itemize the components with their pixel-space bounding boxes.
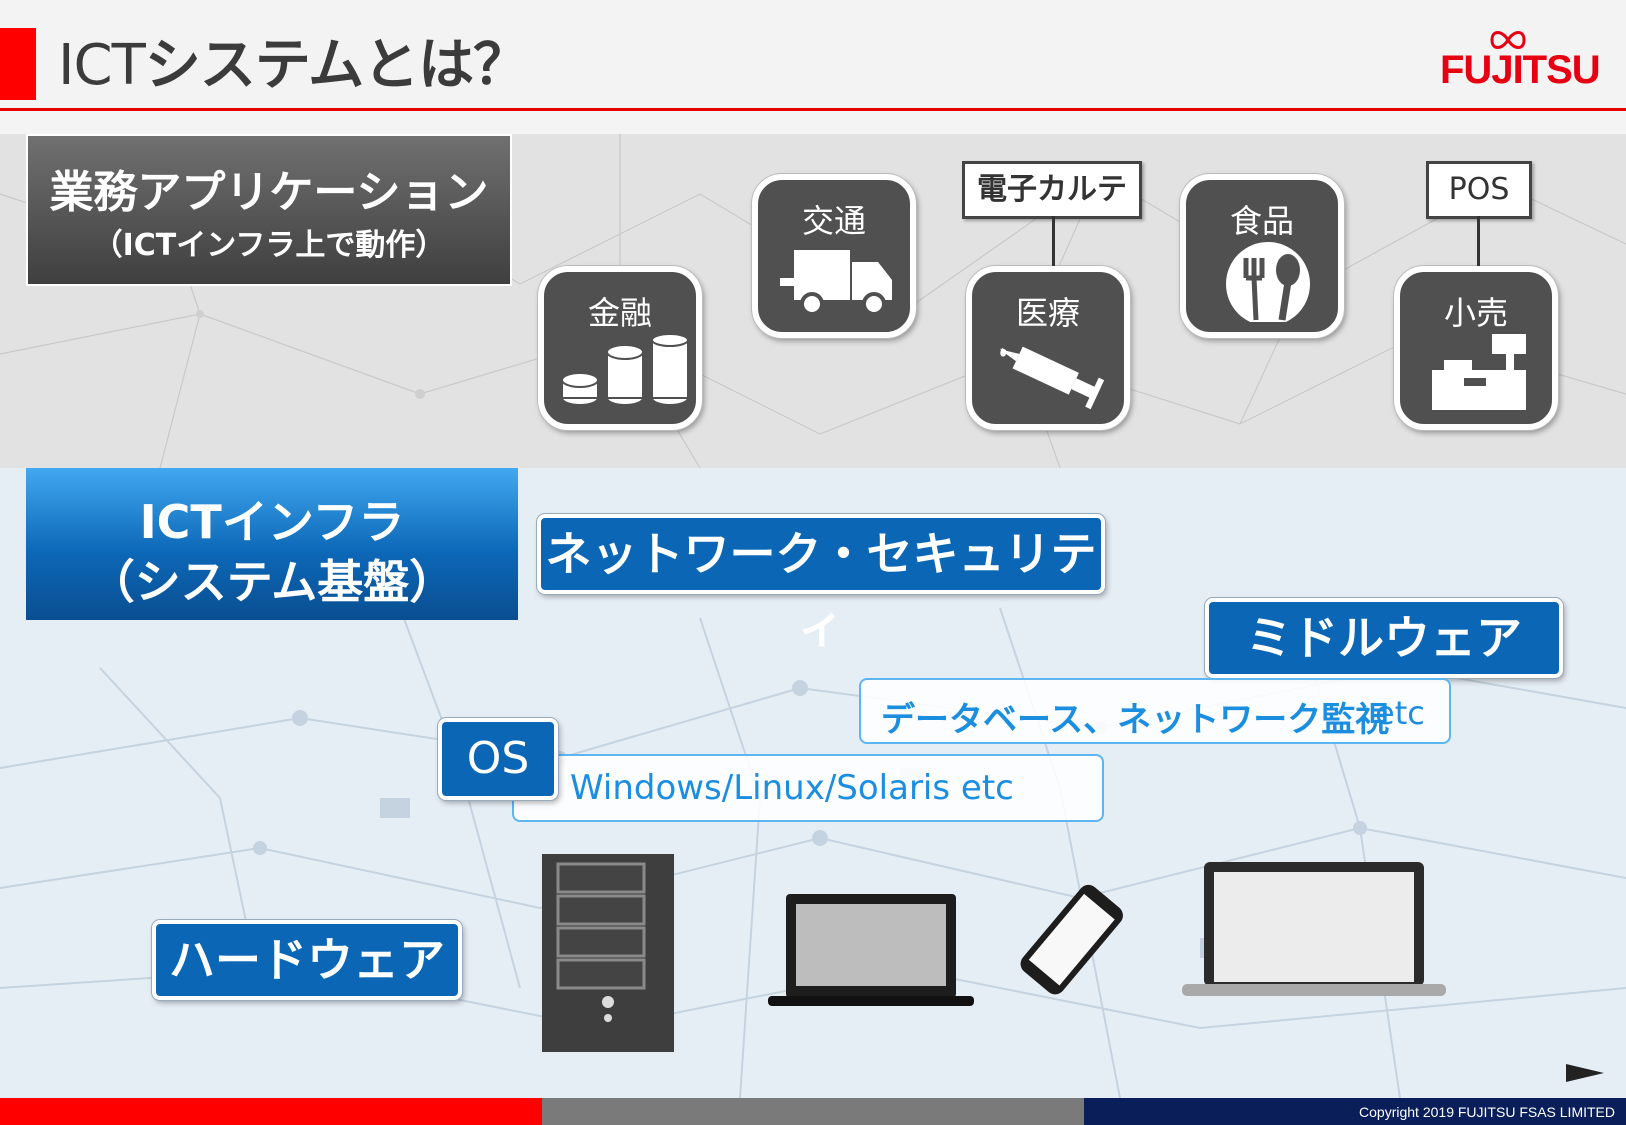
next-slide-arrow-icon[interactable] <box>1564 1060 1606 1086</box>
slide-header <box>0 0 1626 110</box>
smartphone-icon <box>1020 884 1123 995</box>
tag-connector <box>1477 216 1480 266</box>
app-tile-food: 食品 <box>1180 174 1344 338</box>
footer-gray-bar <box>542 1098 1084 1125</box>
tag-pos: POS <box>1426 161 1532 219</box>
slide-title: ICTシステムとは？ <box>58 26 529 106</box>
tag-electronic-medical-record: 電子カルテ <box>962 161 1142 219</box>
middleware-badge: ミドルウェア <box>1205 598 1563 678</box>
title-jp: システムとは？ <box>144 33 529 98</box>
middleware-etc: etc <box>1375 694 1425 732</box>
title-latin: ICT <box>58 33 146 98</box>
app-tile-label: 交通 <box>801 202 866 240</box>
applications-title: 業務アプリケーション <box>49 167 489 218</box>
truck-icon <box>780 250 892 316</box>
app-tile-label: 小売 <box>1443 294 1508 332</box>
fujitsu-logo-infinity-icon <box>1490 31 1526 49</box>
footer-red-bar <box>0 1098 542 1125</box>
cash-register-icon <box>1432 334 1526 410</box>
middleware-examples: データベース、ネットワーク監視 <box>881 700 1390 740</box>
hardware-badge: ハードウェア <box>152 920 462 1000</box>
applications-title-box: 業務アプリケーション （ICTインフラ上で動作） <box>26 134 512 286</box>
network-security-badge: ネットワーク・セキュリティ <box>537 514 1105 653</box>
app-tile-label: 金融 <box>587 294 652 332</box>
footer-navy-bar <box>1084 1098 1626 1125</box>
app-tile-retail: 小売 <box>1394 266 1558 430</box>
os-badge: OS <box>438 718 558 800</box>
laptop-silver-icon <box>1182 862 1446 996</box>
app-tile-label: 食品 <box>1229 202 1294 240</box>
app-tile-finance: 金融 <box>538 266 702 430</box>
infrastructure-title-box: ICTインフラ （システム基盤） <box>26 468 518 620</box>
tag-connector <box>1052 216 1055 266</box>
infrastructure-title: ICTインフラ <box>139 495 405 549</box>
app-tile-transport: 交通 <box>752 174 916 338</box>
coins-icon <box>561 334 689 406</box>
applications-subtitle: （ICTインフラ上で動作） <box>92 228 446 263</box>
server-tower-icon <box>542 854 674 1052</box>
plate-utensils-icon <box>1226 242 1310 322</box>
copyright-text: Copyright 2019 FUJITSU FSAS LIMITED <box>1359 1104 1615 1120</box>
header-divider <box>0 108 1626 111</box>
os-examples: Windows/Linux/Solaris etc <box>570 768 1014 808</box>
app-tile-label: 医療 <box>1015 294 1080 332</box>
laptop-icon <box>768 894 974 1006</box>
syringe-icon <box>999 346 1105 410</box>
header-accent-bar <box>0 28 36 100</box>
os-examples-box: Windows/Linux/Solaris etc <box>512 754 1104 822</box>
middleware-examples-box: データベース、ネットワーク監視 etc <box>859 678 1451 744</box>
infrastructure-subtitle: （システム基盤） <box>88 555 456 609</box>
app-tile-medical: 医療 <box>966 266 1130 430</box>
fujitsu-logo: FUJITSU <box>1440 48 1601 92</box>
